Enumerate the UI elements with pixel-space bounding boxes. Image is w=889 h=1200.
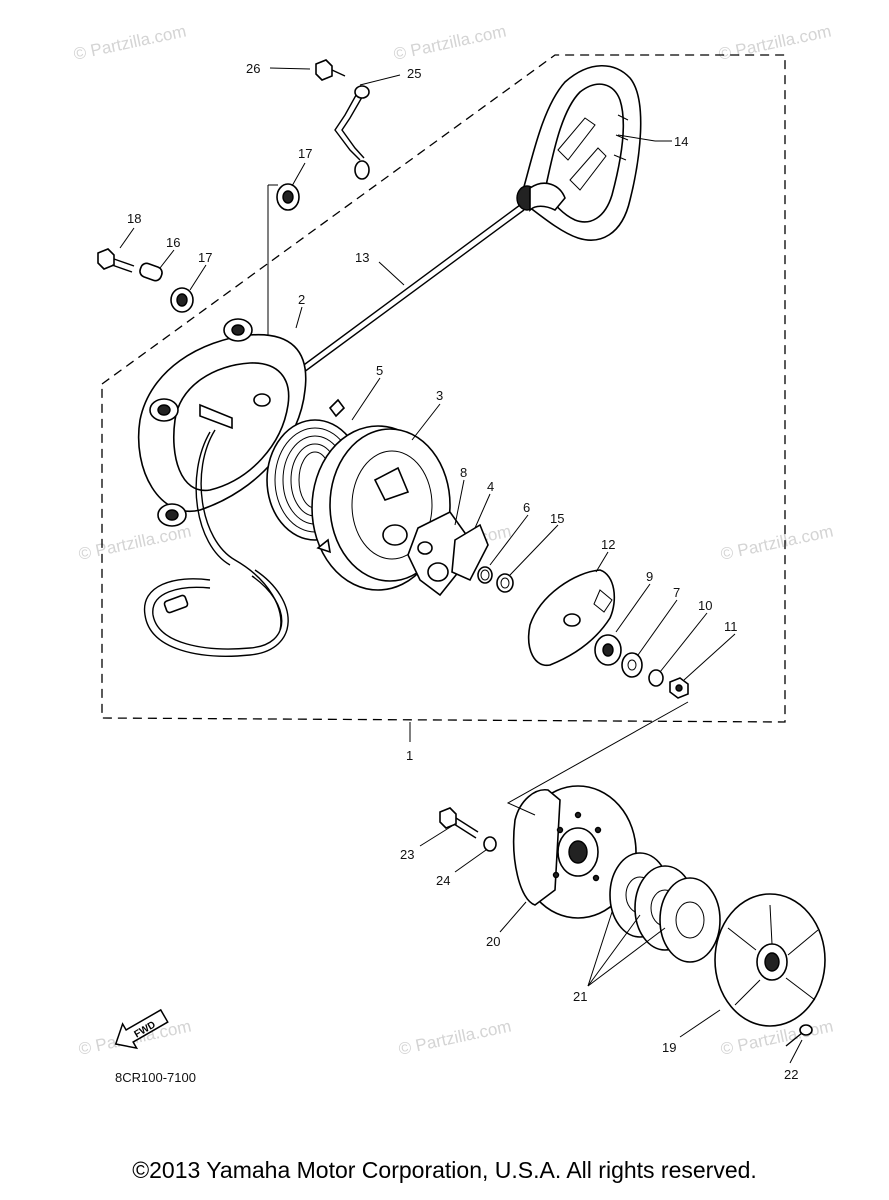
callout-23: 23 (400, 847, 414, 862)
leader-lines (119, 67, 803, 1064)
watermark: © Partzilla.com (719, 522, 835, 564)
callout-2: 2 (298, 292, 305, 307)
part-22-screw (785, 1024, 813, 1047)
part-13-rope (296, 204, 525, 376)
part-17-grommet-upper (276, 183, 300, 211)
callout-15: 15 (550, 511, 564, 526)
callout-1: 1 (406, 748, 413, 763)
watermark: © Partzilla.com (717, 22, 833, 64)
part-12-plate (528, 569, 616, 666)
callout-11: 11 (724, 619, 738, 634)
callout-20: 20 (486, 934, 500, 949)
part-7-washer (621, 652, 643, 678)
assembly-boundary (101, 54, 786, 723)
callout-13: 13 (355, 250, 369, 265)
part-2-wire-loop (143, 569, 289, 657)
callout-24: 24 (436, 873, 450, 888)
callout-5: 5 (376, 363, 383, 378)
callout-14: 14 (674, 134, 688, 149)
part-17-grommet-lower (170, 287, 194, 313)
part-9-collar (594, 634, 622, 666)
callout-8: 8 (460, 465, 467, 480)
part-6-spring (477, 566, 493, 584)
part-15-washer (496, 573, 514, 593)
part-11-nut (669, 677, 689, 699)
callout-12: 12 (601, 537, 615, 552)
part-23-bolt (439, 807, 479, 839)
part-20-drive-plate (512, 785, 637, 919)
callout-3: 3 (436, 388, 443, 403)
watermark: © Partzilla.com (397, 1017, 513, 1059)
callout-25: 25 (407, 66, 421, 81)
callout-17: 17 (298, 146, 312, 161)
watermark: © Partzilla.com (392, 22, 508, 64)
callout-7: 7 (673, 585, 680, 600)
part-14-handle (516, 65, 642, 241)
callout-labels: 26 25 17 14 18 16 17 13 2 5 3 8 4 6 15 1… (127, 61, 798, 1082)
part-4-guide (451, 523, 489, 582)
part-19-cover (714, 893, 826, 1027)
callout-16: 16 (166, 235, 180, 250)
callout-9: 9 (646, 569, 653, 584)
callout-26: 26 (246, 61, 260, 76)
part-16-collar (139, 262, 163, 282)
callout-19: 19 (662, 1040, 676, 1055)
part-26-bolt (315, 59, 346, 81)
watermark: © Partzilla.com (72, 22, 188, 64)
callout-17: 17 (198, 250, 212, 265)
callout-21: 21 (573, 989, 587, 1004)
diagram-code: 8CR100-7100 (115, 1070, 196, 1085)
watermark: © Partzilla.com (77, 522, 193, 564)
callout-4: 4 (487, 479, 494, 494)
part-2-starter-case (137, 318, 307, 631)
part-24-washer (483, 836, 497, 852)
callout-6: 6 (523, 500, 530, 515)
part-8-ratchet (407, 510, 471, 597)
part-21-shims (609, 852, 721, 963)
copyright-notice: ©2013 Yamaha Motor Corporation, U.S.A. A… (132, 1157, 757, 1183)
callout-18: 18 (127, 211, 141, 226)
callout-10: 10 (698, 598, 712, 613)
part-18-bolt (97, 248, 135, 273)
callout-22: 22 (784, 1067, 798, 1082)
part-10-spring-washer (648, 669, 664, 687)
part-25-lead (334, 85, 370, 180)
